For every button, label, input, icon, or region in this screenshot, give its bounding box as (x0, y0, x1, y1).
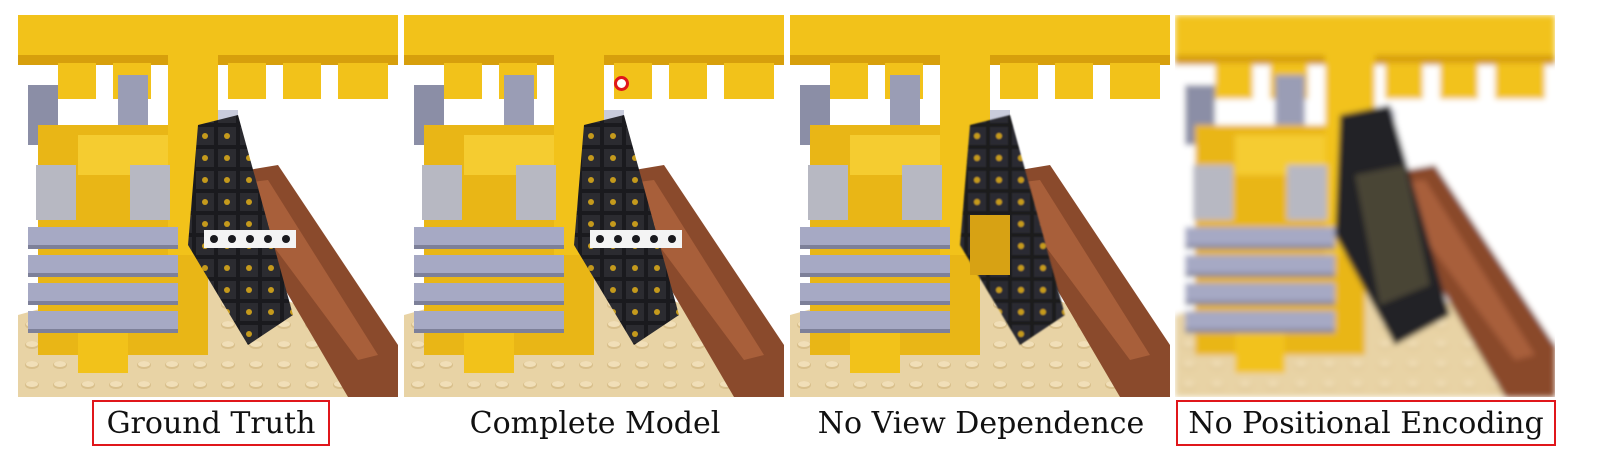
lego-bulldozer-render (790, 15, 1170, 397)
cursor-marker-icon (614, 76, 629, 91)
caption-label: No View Dependence (817, 405, 1145, 441)
caption-no-positional-encoding: No Positional Encoding (1176, 400, 1556, 446)
caption-complete-model: Complete Model (440, 400, 750, 446)
image-panel-no-view-dependence (790, 15, 1170, 397)
caption-ground-truth: Ground Truth (92, 400, 330, 446)
caption-no-view-dependence: No View Dependence (806, 400, 1156, 446)
lego-bulldozer-render (1175, 15, 1555, 397)
image-panel-complete-model (404, 15, 784, 397)
image-panel-ground-truth (18, 15, 398, 397)
caption-label: No Positional Encoding (1188, 405, 1544, 441)
image-panel-no-positional-encoding (1175, 15, 1555, 397)
lego-bulldozer-render (404, 15, 784, 397)
caption-label: Complete Model (469, 405, 721, 441)
caption-label: Ground Truth (106, 405, 316, 441)
lego-bulldozer-render (18, 15, 398, 397)
